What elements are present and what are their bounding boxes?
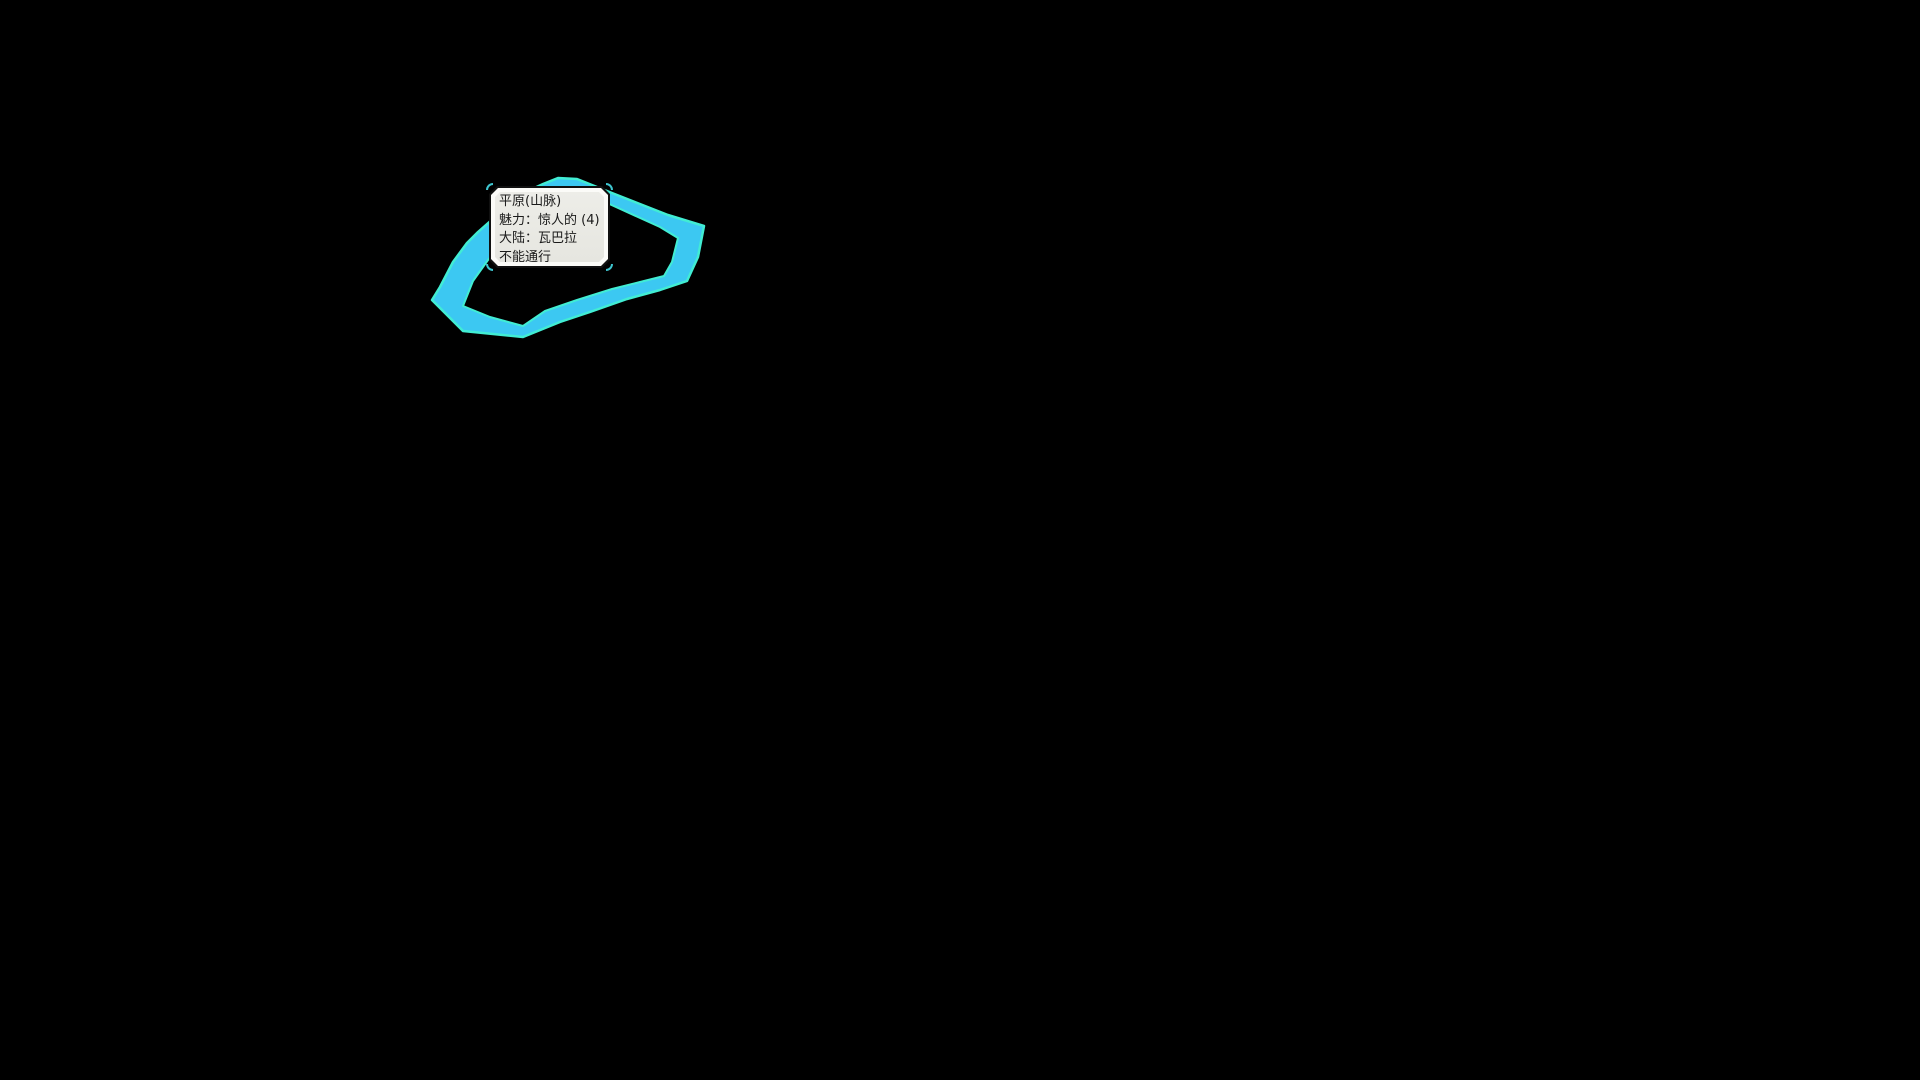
tooltip-terrain-title: 平原(山脉)	[499, 194, 562, 209]
tooltip-continent-line: 大陆：瓦巴拉	[499, 231, 578, 246]
tooltip-body: 平原(山脉) 魅力：惊人的 (4) 大陆：瓦巴拉 不能通行	[495, 192, 604, 262]
terrain-tooltip: 平原(山脉) 魅力：惊人的 (4) 大陆：瓦巴拉 不能通行	[486, 183, 613, 271]
tooltip-charm-line: 魅力：惊人的 (4)	[499, 212, 600, 228]
tooltip-inner-frame: 平原(山脉) 魅力：惊人的 (4) 大陆：瓦巴拉 不能通行	[491, 188, 608, 266]
tooltip-passability-line: 不能通行	[499, 249, 552, 265]
tooltip-border-frame: 平原(山脉) 魅力：惊人的 (4) 大陆：瓦巴拉 不能通行	[489, 186, 610, 268]
